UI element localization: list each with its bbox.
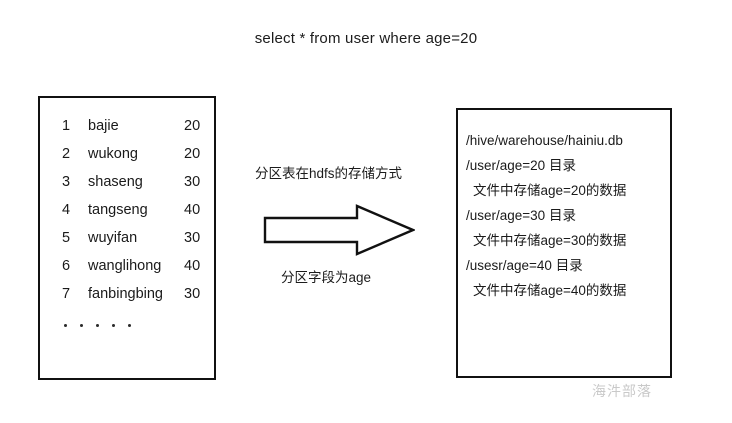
arrow-label-bottom: 分区字段为age xyxy=(281,270,372,285)
ellipsis-dot xyxy=(128,324,131,327)
cell-name: shaseng xyxy=(88,174,143,190)
cell-name: wanglihong xyxy=(88,258,162,274)
cell-name: bajie xyxy=(88,118,119,134)
hdfs-path-line: /user/age=20 目录 xyxy=(466,158,576,173)
ellipsis-dot xyxy=(96,324,99,327)
hdfs-path-line: /hive/warehouse/hainiu.db xyxy=(466,133,623,148)
cell-id: 2 xyxy=(62,146,71,162)
hdfs-path-line: /user/age=30 目录 xyxy=(466,208,576,223)
cell-age: 40 xyxy=(184,258,201,274)
cell-age: 30 xyxy=(184,230,201,246)
cell-age: 30 xyxy=(184,286,201,302)
table-row: 7 fanbingbing 30 xyxy=(62,286,210,314)
right-arrow-icon xyxy=(263,204,417,256)
cell-id: 4 xyxy=(62,202,71,218)
watermark: 海汼部落 xyxy=(592,383,652,399)
cell-age: 40 xyxy=(184,202,201,218)
cell-id: 7 xyxy=(62,286,71,302)
source-table-rows: 1 bajie 20 2 wukong 20 3 shaseng 30 4 tangseng 40 5 w… xyxy=(62,118,210,314)
cell-name: wukong xyxy=(88,146,138,162)
hdfs-path-line: 文件中存储age=30的数据 xyxy=(473,233,627,248)
cell-name: fanbingbing xyxy=(88,286,163,302)
arrow-shape xyxy=(263,204,417,256)
cell-name: wuyifan xyxy=(88,230,138,246)
hdfs-path-list: /hive/warehouse/hainiu.db/user/age=20 目录… xyxy=(466,128,668,303)
more-rows-ellipsis xyxy=(64,324,131,327)
table-row: 5 wuyifan 30 xyxy=(62,230,210,258)
cell-id: 5 xyxy=(62,230,71,246)
ellipsis-dot xyxy=(64,324,67,327)
table-row: 2 wukong 20 xyxy=(62,146,210,174)
cell-id: 6 xyxy=(62,258,71,274)
arrow-label-top: 分区表在hdfs的存储方式 xyxy=(255,166,403,181)
sql-query-caption: select * from user where age=20 xyxy=(254,30,478,47)
hdfs-structure-box: /hive/warehouse/hainiu.db/user/age=20 目录… xyxy=(456,108,672,378)
ellipsis-dot xyxy=(80,324,83,327)
hdfs-path-line: 文件中存储age=20的数据 xyxy=(473,183,627,198)
cell-age: 20 xyxy=(184,146,201,162)
hdfs-path-line: 文件中存储age=40的数据 xyxy=(473,283,627,298)
right-arrow-svg xyxy=(263,204,417,256)
cell-id: 1 xyxy=(62,118,71,134)
hdfs-path-line: /usesr/age=40 目录 xyxy=(466,258,583,273)
source-table-box: 1 bajie 20 2 wukong 20 3 shaseng 30 4 tangseng 40 5 w… xyxy=(38,96,216,380)
table-row: 3 shaseng 30 xyxy=(62,174,210,202)
cell-age: 30 xyxy=(184,174,201,190)
cell-id: 3 xyxy=(62,174,71,190)
table-row: 6 wanglihong 40 xyxy=(62,258,210,286)
table-row: 1 bajie 20 xyxy=(62,118,210,146)
ellipsis-dot xyxy=(112,324,115,327)
table-row: 4 tangseng 40 xyxy=(62,202,210,230)
cell-age: 20 xyxy=(184,118,201,134)
cell-name: tangseng xyxy=(88,202,148,218)
